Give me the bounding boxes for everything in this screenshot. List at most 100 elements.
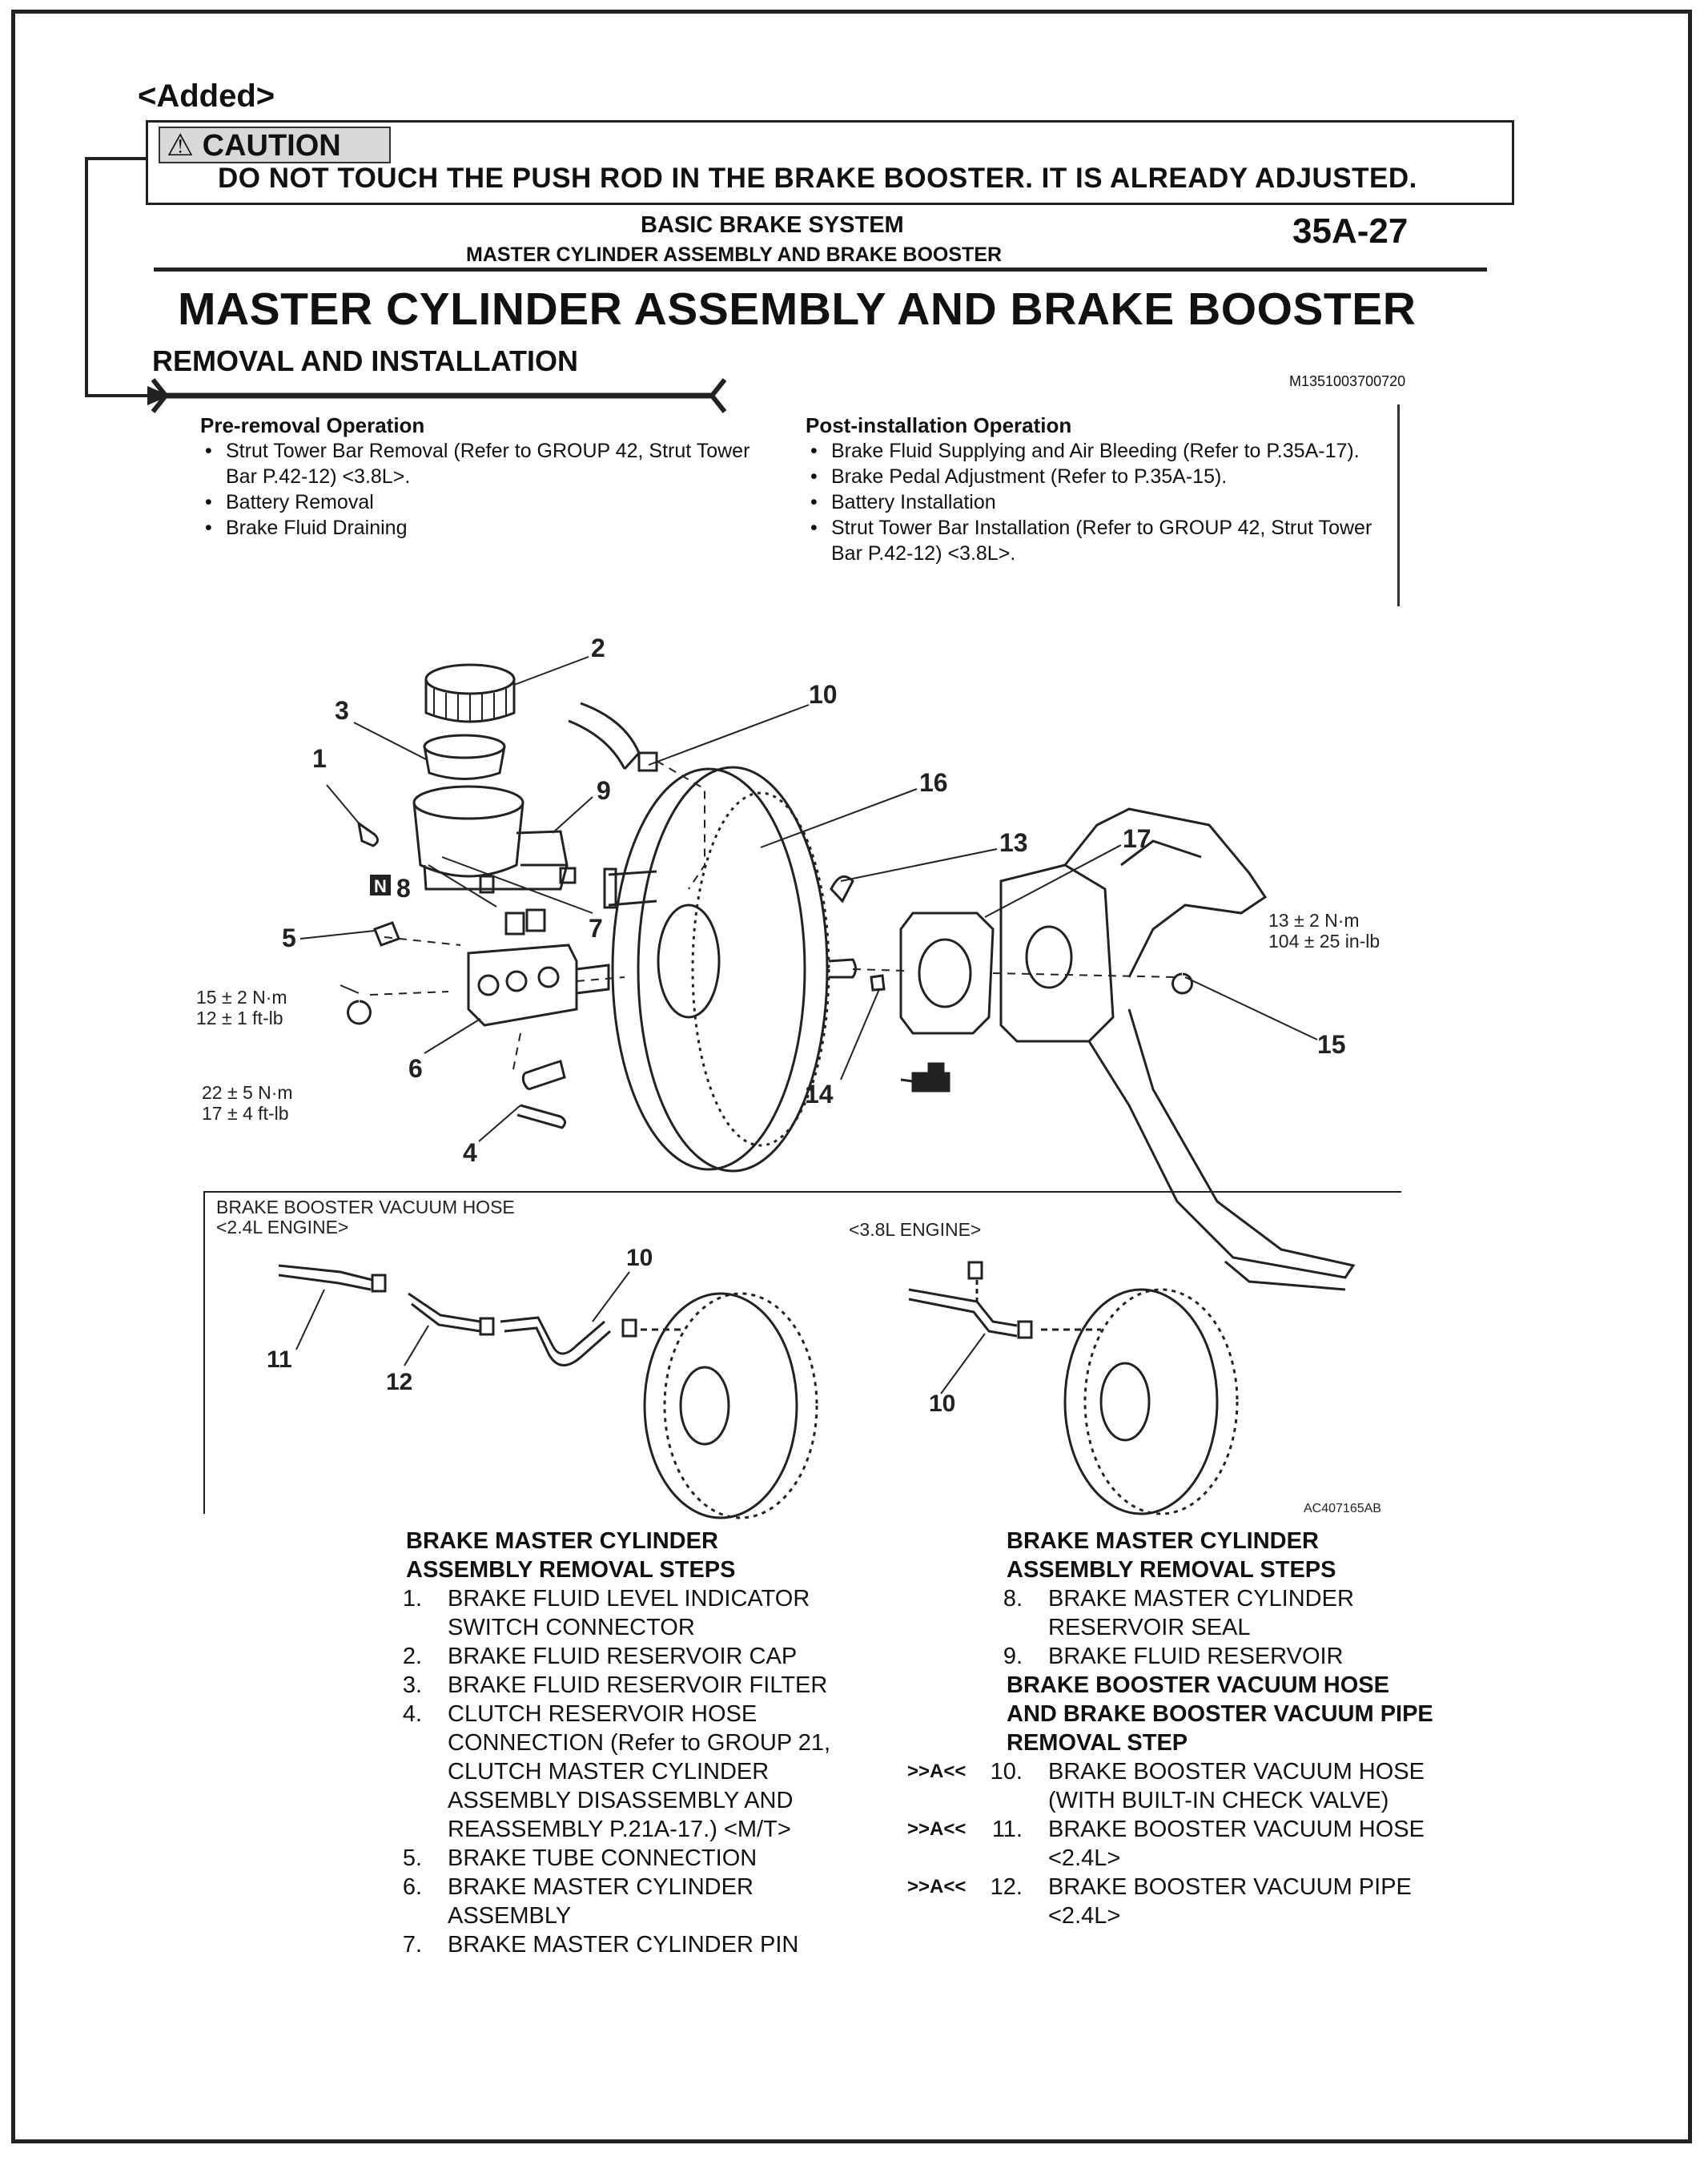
section-rule — [151, 378, 727, 413]
section-title: REMOVAL AND INSTALLATION — [152, 344, 578, 377]
step-number: 3. — [402, 1672, 422, 1698]
reservoir-cap-illustration — [424, 663, 516, 723]
list-item: Strut Tower Bar Installation (Refer to G… — [806, 515, 1382, 566]
torque-value: 13 ± 2 N·m — [1268, 910, 1360, 931]
step-text: BRAKE FLUID LEVEL INDICATOR SWITCH CONNE… — [448, 1586, 810, 1640]
alignment-lines — [369, 936, 1178, 1074]
caution-box — [146, 120, 1514, 205]
service-mark — [307, 1642, 380, 1671]
steps-heading: BRAKE BOOSTER VACUUM HOSE AND BRAKE BOOS… — [1007, 1672, 1433, 1756]
step-number: 4. — [402, 1701, 422, 1727]
reservoir-filter-illustration — [423, 734, 506, 780]
step-number: 11. — [991, 1817, 1023, 1842]
brake-booster-24-illustration — [641, 1292, 818, 1519]
page-number: 35A-27 — [1292, 211, 1409, 251]
clevis-pin-illustration — [870, 974, 886, 992]
callout-4: 4 — [463, 1138, 477, 1167]
step-number: 6. — [402, 1874, 422, 1900]
list-item: 3. BRAKE FLUID RESERVOIR FILTER — [307, 1671, 835, 1700]
torque-value: 22 ± 5 N·m — [202, 1082, 293, 1103]
torque-value: 12 ± 1 ft-lb — [196, 1008, 283, 1028]
leader-lines — [299, 656, 1318, 1142]
vacuum-hose-24-illustration — [278, 1264, 637, 1366]
step-text: BRAKE MASTER CYLINDER RESERVOIR SEAL — [1048, 1586, 1354, 1640]
gasket-illustration — [899, 911, 995, 1035]
list-item: 6. BRAKE MASTER CYLINDER ASSEMBLY — [307, 1873, 835, 1930]
service-mark: >>A<< — [907, 1876, 967, 1897]
list-item: Battery Removal — [200, 489, 753, 515]
caution-text: DO NOT TOUCH THE PUSH ROD IN THE BRAKE B… — [218, 163, 1417, 194]
brake-booster-38-illustration — [1041, 1288, 1239, 1515]
list-item: Battery Installation — [806, 489, 1382, 515]
callout-17: 17 — [1123, 824, 1151, 853]
torque-value: 104 ± 25 in-lb — [1268, 931, 1380, 952]
brake-tube-illustration — [373, 921, 400, 947]
service-mark — [307, 1930, 380, 1959]
service-mark — [307, 1844, 380, 1873]
pedal-bracket-illustration — [999, 807, 1356, 1291]
callout-6: 6 — [408, 1054, 423, 1083]
step-text: BRAKE MASTER CYLINDER ASSEMBLY — [448, 1874, 754, 1929]
callout-14: 14 — [805, 1080, 834, 1109]
step-number: 8. — [1003, 1586, 1023, 1612]
figure-code: AC407165AB — [1304, 1502, 1381, 1515]
step-text: BRAKE FLUID RESERVOIR FILTER — [448, 1672, 828, 1698]
list-item: Brake Fluid Supplying and Air Bleeding (… — [806, 438, 1382, 464]
service-mark — [907, 1642, 981, 1671]
list-item: 5.BRAKE TUBE CONNECTION — [307, 1844, 835, 1873]
list-item: 4. CLUTCH RESERVOIR HOSE CONNECTION (Refe… — [307, 1700, 835, 1844]
step-number: 1. — [402, 1586, 422, 1612]
step-number: 10. — [990, 1759, 1023, 1785]
inset-title: BRAKE BOOSTER VACUUM HOSE — [216, 1197, 515, 1217]
service-mark — [307, 1873, 380, 1930]
list-item: >>A<<10.BRAKE BOOSTER VACUUM HOSE (WITH … — [907, 1757, 1444, 1815]
caution-label-box: ⚠ CAUTION — [159, 127, 391, 163]
callout-5: 5 — [282, 924, 296, 952]
callout-11: 11 — [267, 1346, 292, 1373]
post-installation-rule — [1397, 404, 1400, 606]
torque-value: 17 ± 4 ft-lb — [202, 1103, 289, 1124]
page-frame — [11, 10, 1692, 2143]
step-text: BRAKE BOOSTER VACUUM PIPE <2.4L> — [1048, 1874, 1412, 1929]
callout-1: 1 — [312, 744, 327, 773]
pre-removal-list: Strut Tower Bar Removal (Refer to GROUP … — [200, 438, 753, 541]
clip-illustration — [830, 875, 854, 903]
pre-removal-block: Pre-removal Operation Strut Tower Bar Re… — [200, 413, 753, 541]
callout-15: 15 — [1317, 1030, 1346, 1059]
callout-16: 16 — [919, 768, 948, 797]
nut-illustration — [347, 1000, 372, 1025]
step-number: 7. — [402, 1932, 422, 1958]
callout-7: 7 — [589, 914, 603, 943]
step-text: BRAKE FLUID RESERVOIR CAP — [448, 1644, 798, 1669]
reservoir-illustration — [412, 785, 577, 894]
step-text: BRAKE FLUID RESERVOIR — [1048, 1644, 1344, 1669]
pin-illustration — [516, 1060, 566, 1129]
list-item: 9.BRAKE FLUID RESERVOIR — [907, 1642, 1444, 1671]
list-item: 8. BRAKE MASTER CYLINDER RESERVOIR SEAL — [907, 1584, 1444, 1642]
nut-illustration — [1171, 972, 1193, 995]
n-mark: N — [374, 876, 387, 896]
service-mark — [307, 1700, 380, 1844]
caution-label: CAUTION — [202, 129, 341, 163]
steps-heading: BRAKE MASTER CYLINDER ASSEMBLY REMOVAL S… — [406, 1528, 736, 1583]
list-item: Brake Fluid Draining — [200, 515, 753, 541]
page-title: MASTER CYLINDER ASSEMBLY AND BRAKE BOOST… — [178, 284, 1417, 335]
header-rule — [154, 268, 1487, 272]
added-tag: <Added> — [138, 78, 275, 114]
list-item: Strut Tower Bar Removal (Refer to GROUP … — [200, 438, 753, 489]
service-mark: >>A<< — [907, 1761, 967, 1782]
service-mark — [907, 1584, 981, 1642]
brake-booster-illustration — [603, 766, 857, 1173]
step-text: CLUTCH RESERVOIR HOSE CONNECTION (Refer … — [448, 1701, 831, 1842]
step-number: 12. — [990, 1874, 1023, 1900]
callout-3: 3 — [335, 696, 349, 725]
step-text: BRAKE BOOSTER VACUUM HOSE <2.4L> — [1048, 1817, 1425, 1871]
callout-8: 8 — [396, 874, 411, 903]
callout-10: 10 — [626, 1245, 653, 1271]
removal-steps-left: BRAKE MASTER CYLINDER ASSEMBLY REMOVAL S… — [307, 1527, 835, 1959]
inset-frame — [203, 1191, 1401, 1514]
service-mark — [307, 1584, 380, 1642]
caution-pointer-arrow — [85, 157, 170, 405]
post-installation-block: Post-installation Operation Brake Fluid … — [806, 413, 1382, 566]
header-subsystem: MASTER CYLINDER ASSEMBLY AND BRAKE BOOST… — [466, 243, 1003, 266]
